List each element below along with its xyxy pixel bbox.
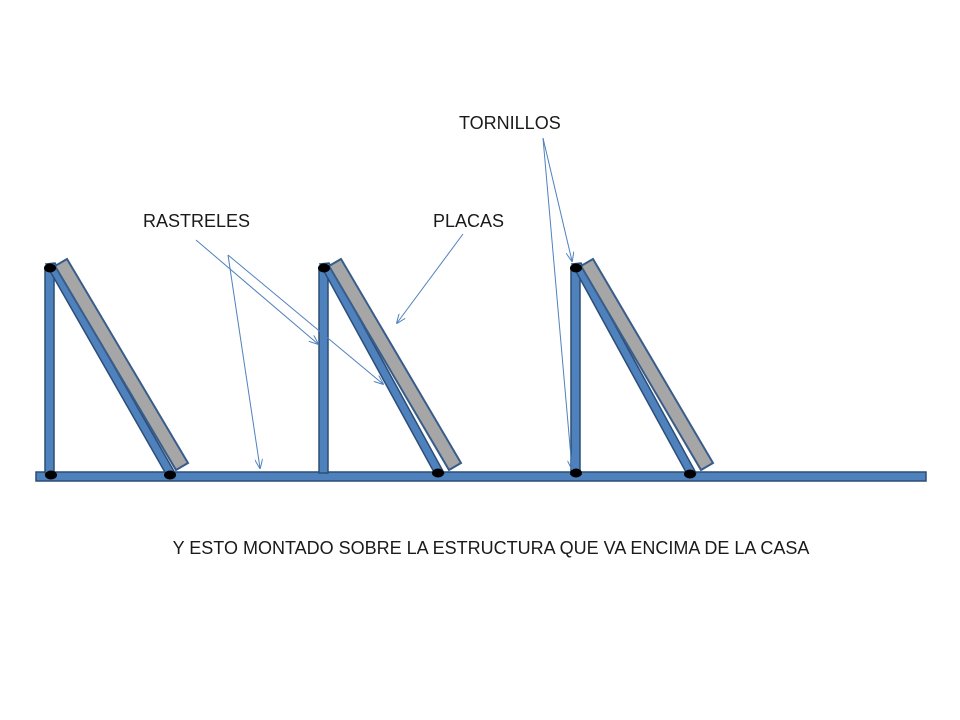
vertical-post-1 — [44, 267, 55, 474]
screw-icon — [432, 468, 444, 478]
placa-1 — [53, 257, 190, 472]
arrow-tornillos-2 — [542, 137, 572, 469]
screw-icon — [44, 263, 56, 273]
vertical-post-3 — [570, 267, 581, 474]
base-rail — [35, 471, 927, 482]
mount-frame-3 — [570, 257, 715, 475]
caption: Y ESTO MONTADO SOBRE LA ESTRUCTURA QUE V… — [172, 538, 810, 558]
arrow-placas — [397, 233, 464, 323]
rastrel-3 — [570, 262, 698, 475]
placa-2 — [327, 257, 463, 472]
screw-icon — [318, 263, 330, 273]
arrow-rastreles-3 — [227, 254, 260, 468]
screw-icon — [45, 470, 57, 480]
label-rastreles: RASTRELES — [143, 211, 251, 231]
screw-icon — [570, 468, 582, 478]
arrow-rastreles-1 — [195, 239, 318, 344]
screws — [44, 263, 696, 480]
placa-3 — [579, 257, 715, 472]
label-tornillos: TORNILLOS — [459, 113, 561, 133]
screw-icon — [164, 470, 176, 480]
leader-arrows — [195, 137, 572, 469]
arrow-rastreles-2 — [227, 254, 383, 384]
screw-icon — [684, 469, 696, 479]
rastrel-2 — [318, 262, 446, 475]
vertical-post-2 — [318, 267, 329, 474]
mount-frame-1 — [44, 257, 190, 475]
rastrel-1 — [44, 262, 177, 475]
screw-icon — [570, 263, 582, 273]
label-placas: PLACAS — [433, 211, 505, 231]
mount-frame-2 — [318, 257, 463, 475]
arrow-tornillos-1 — [542, 137, 572, 261]
